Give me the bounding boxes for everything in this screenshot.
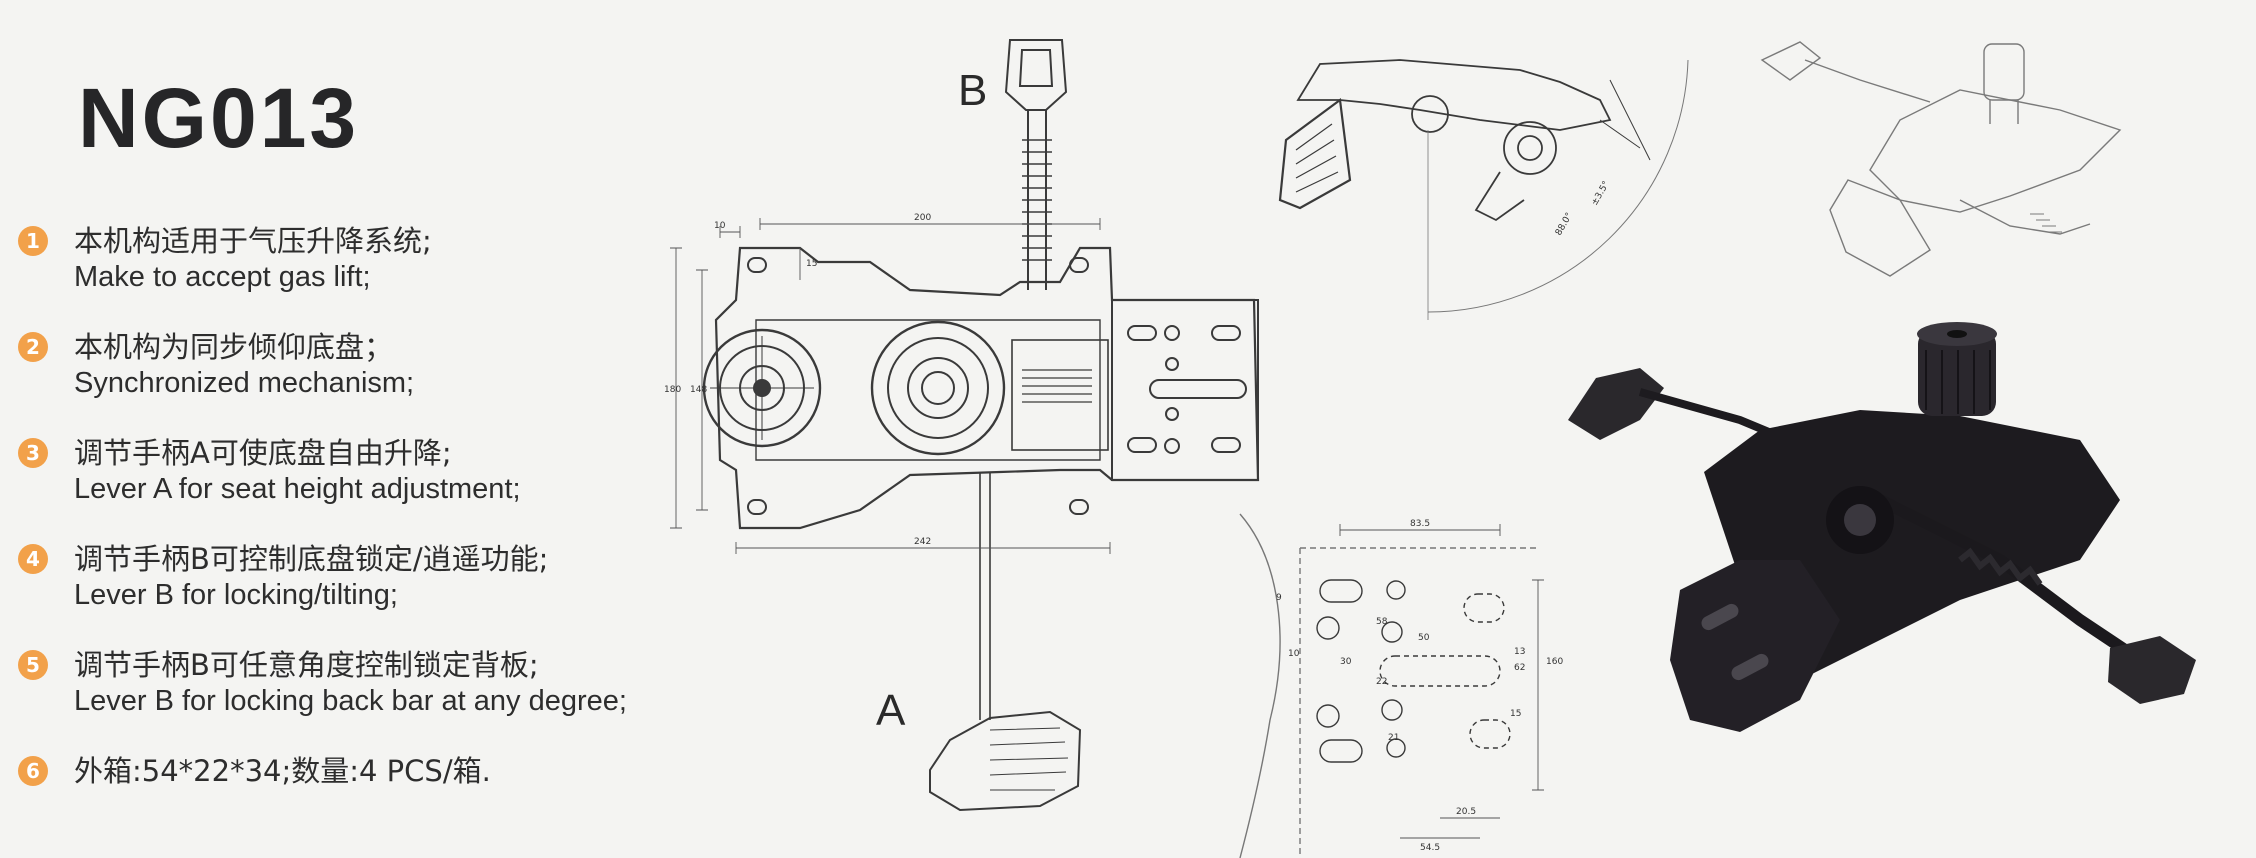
feature-text-zh: 本机构适用于气压升降系统; [74, 224, 432, 258]
lever-a-paddle-icon [929, 710, 1082, 812]
dim-label: 148 [690, 385, 707, 395]
dim-label: 242 [914, 537, 931, 547]
feature-item: 2 本机构为同步倾仰底盘； Synchronized mechanism; [14, 326, 694, 432]
feature-text-en: Lever B for locking back bar at any degr… [74, 685, 627, 717]
product-photo [1568, 322, 2196, 732]
feature-number-badge: 1 [18, 226, 48, 256]
lever-b-label: B [958, 66, 988, 115]
feature-text-en: Synchronized mechanism; [74, 367, 415, 399]
feature-item: 6 外箱:54*22*34;数量:4 PCS/箱. [14, 750, 694, 856]
dim-label: 200 [914, 213, 931, 223]
dim-label: 15 [1510, 709, 1521, 719]
dim-label: 83.5 [1410, 519, 1430, 529]
feature-text-zh: 调节手柄B可控制底盘锁定/逍遥功能; [74, 542, 549, 576]
plate-dimension-labels: 83.5 58 50 22 30 13 62 160 15 21 20.5 54… [1276, 519, 1563, 853]
feature-number-badge: 6 [18, 756, 48, 786]
lever-paddle-icon [1568, 368, 1664, 440]
feature-text-zh: 调节手柄A可使底盘自由升降; [74, 436, 452, 470]
side-view-drawing [1278, 59, 1689, 320]
spring-coil-icon [1022, 139, 1052, 261]
feature-text-en: Lever B for locking/tilting; [74, 579, 398, 611]
feature-text-en: Make to accept gas lift; [74, 261, 371, 293]
feature-item: 5 调节手柄B可任意角度控制锁定背板; Lever B for locking … [14, 644, 694, 750]
feature-item: 4 调节手柄B可控制底盘锁定/逍遥功能; Lever B for locking… [14, 538, 694, 644]
feature-text-en: Lever A for seat height adjustment; [74, 473, 521, 505]
dim-label: 21 [1388, 733, 1399, 743]
dim-label: ±3.5° [1590, 180, 1612, 208]
dim-label: 30 [1340, 657, 1352, 667]
dim-label: 20.5 [1456, 807, 1476, 817]
tension-knob-photo-icon [1917, 322, 1997, 416]
dim-label: 10 [714, 221, 726, 231]
feature-item: 1 本机构适用于气压升降系统; Make to accept gas lift; [14, 220, 694, 326]
feature-text-zh: 调节手柄B可任意角度控制锁定背板; [74, 648, 539, 682]
dim-label: 58 [1376, 617, 1388, 627]
dim-label: 54.5 [1420, 843, 1440, 853]
feature-text-zh: 本机构为同步倾仰底盘； [74, 330, 394, 364]
dim-label: 13 [1514, 647, 1525, 657]
feature-list: 1 本机构适用于气压升降系统; Make to accept gas lift;… [14, 220, 694, 856]
lever-a-label: A [876, 686, 906, 735]
isometric-line-drawing [1760, 41, 2122, 277]
dim-label: 50 [1418, 633, 1430, 643]
dim-label: 88.0° [1554, 211, 1575, 237]
top-view-dimension-labels: 200 10 15 180 148 242 [664, 213, 931, 547]
model-title: NG013 [78, 71, 360, 165]
dim-label: 22 [1376, 677, 1387, 687]
gas-lift-socket-icon [870, 320, 1006, 456]
dim-label: 62 [1514, 663, 1525, 673]
dim-label: 9 [1276, 593, 1282, 603]
plate-dimension-drawing [1239, 513, 1544, 858]
dim-label: 180 [664, 385, 681, 395]
feature-number-badge: 2 [18, 332, 48, 362]
feature-number-badge: 3 [18, 438, 48, 468]
feature-text-zh: 外箱:54*22*34;数量:4 PCS/箱. [74, 754, 491, 788]
ratchet-teeth-icon [1022, 369, 1092, 403]
tension-knob-icon [702, 328, 822, 448]
side-view-dimension-labels: 88.0° ±3.5° [1554, 180, 1612, 238]
dim-label: 15 [806, 259, 817, 269]
feature-number-badge: 4 [18, 544, 48, 574]
feature-item: 3 调节手柄A可使底盘自由升降; Lever A for seat height… [14, 432, 694, 538]
top-view-drawing [670, 39, 1260, 812]
dim-label: 10 [1288, 649, 1300, 659]
dim-label: 160 [1546, 657, 1563, 667]
feature-number-badge: 5 [18, 650, 48, 680]
